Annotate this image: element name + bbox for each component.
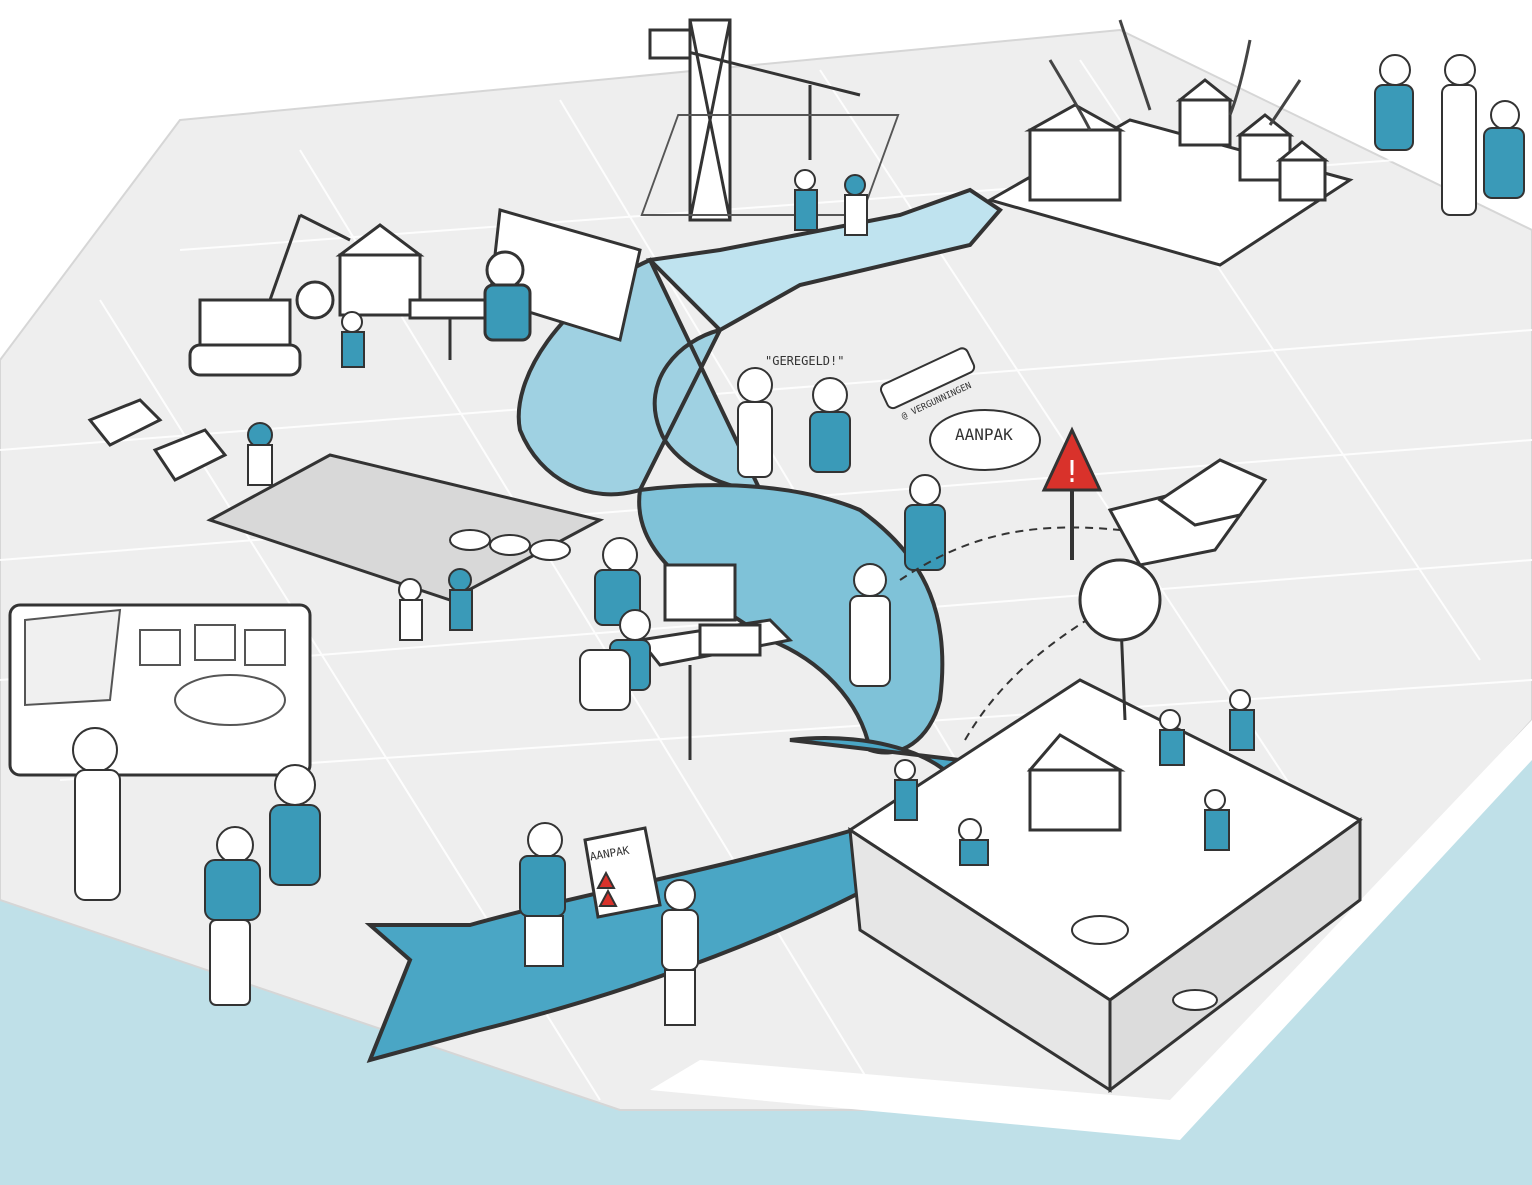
speech-bubble-aanpak: AANPAK xyxy=(930,410,1040,470)
woman-with-phone xyxy=(662,880,698,1025)
quote-geregeld: "GEREGELD!" xyxy=(765,354,844,368)
architect-person xyxy=(485,252,530,340)
vision-billboard xyxy=(10,605,310,775)
speech-bubble-aanpak-label: AANPAK xyxy=(955,425,1013,444)
svg-text:!: ! xyxy=(1066,455,1078,490)
